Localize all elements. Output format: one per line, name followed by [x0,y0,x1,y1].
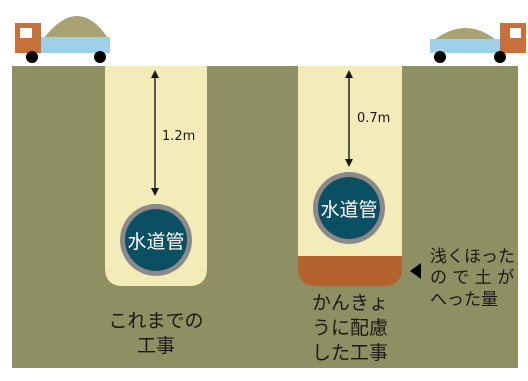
reduced-soil-note-line-3: へった量 [430,290,498,310]
right-truck-bed [430,39,502,53]
right-water-pipe [313,172,385,244]
reduced-soil-note-line-1: 浅くほった [430,247,515,267]
left-truck-wheel-front [26,51,38,63]
left-truck-icon [15,16,110,63]
right-pipe-label: 水道管 [320,199,377,221]
right-truck-wheel-front [494,51,506,63]
left-truck-bed [40,37,110,53]
left-caption-line-1: これまでの [108,310,203,332]
right-truck-icon [430,23,526,63]
right-depth-arrow [345,70,353,167]
left-depth-label: 1.2m [162,129,195,144]
left-pipe-label: 水道管 [127,231,184,253]
right-truck-wheel-rear [434,51,446,63]
right-caption-line-3: した工事 [312,342,388,364]
left-depth-arrow [151,70,159,196]
reduced-soil-area [298,256,402,286]
right-soil-pile [434,28,496,40]
right-truck-window [510,28,521,38]
right-depth-label: 0.7m [357,111,390,126]
left-soil-pile [44,16,108,38]
left-truck-wheel-rear [94,51,106,63]
left-truck-window [20,28,32,38]
right-caption-line-2: うに配慮 [312,317,388,339]
left-water-pipe [120,204,192,276]
left-caption-line-2: 工事 [137,335,175,357]
ground [12,66,518,368]
right-caption-line-1: かんきょ [312,292,388,314]
reduced-soil-note-line-2: の で 土 が [430,268,514,288]
triangle-pointer-icon [410,263,421,279]
